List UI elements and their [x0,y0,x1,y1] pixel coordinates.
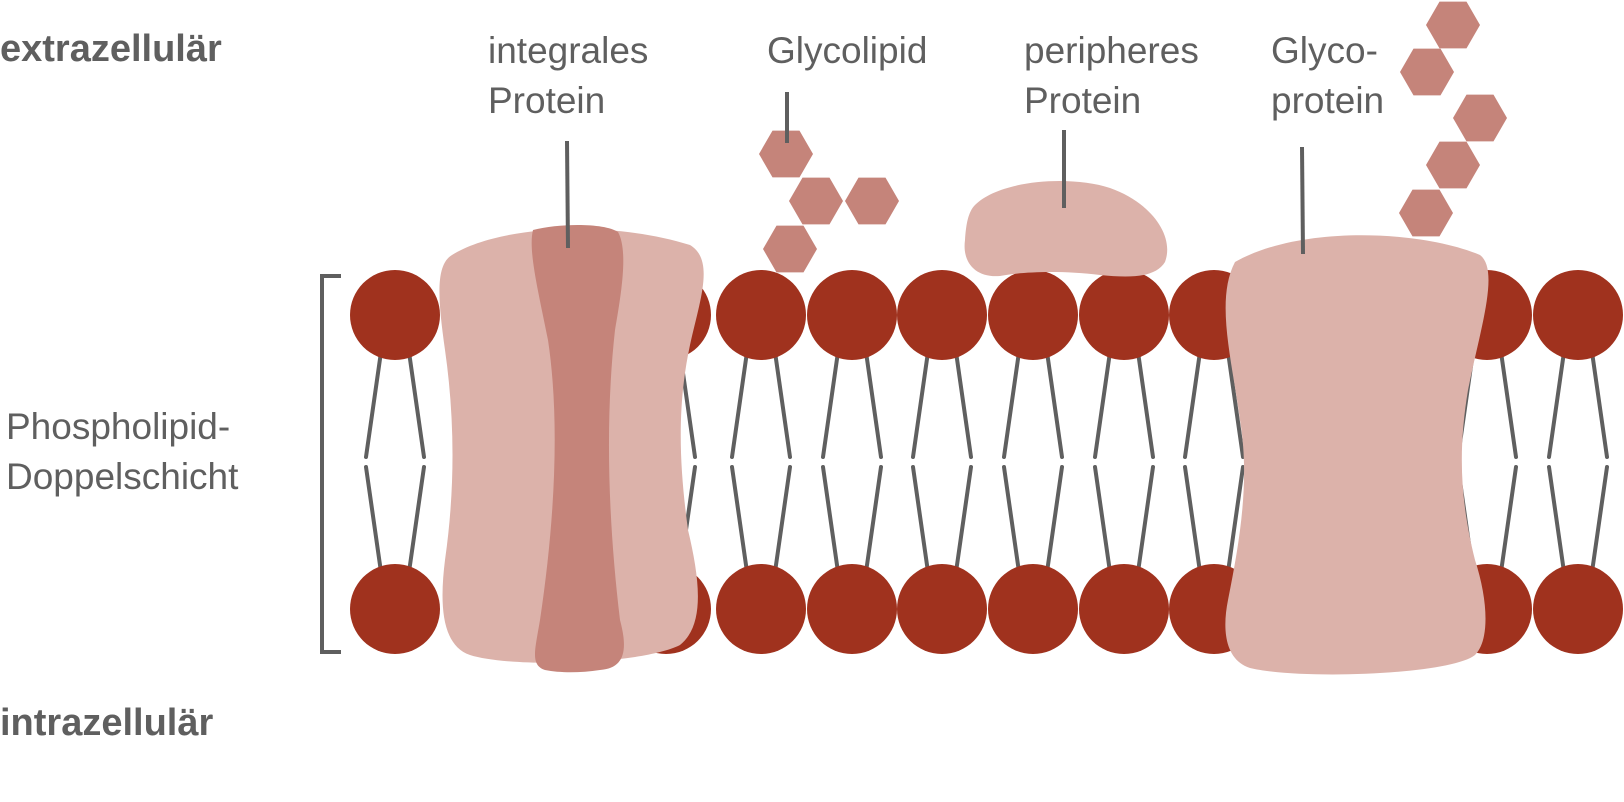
peripheral-protein [964,181,1168,277]
glycolipid-sugar-hexagon [845,177,899,225]
glycoprotein-body [1225,235,1489,675]
lipid-head-inner [1079,564,1169,654]
glycolipid-sugar-hexagon [759,130,813,178]
glycoprotein-leader-line [1300,146,1305,255]
glycolipid-sugar-hexagon [763,225,817,273]
bilayer-label: Phospholipid- Doppelschicht [6,402,238,502]
glycolipid-label-line1: Glycolipid [767,30,928,71]
glycoprotein-sugar-hexagon [1400,48,1454,96]
glycoprotein-sugar-hexagon [1426,1,1480,49]
bilayer-label-line1: Phospholipid- [6,406,231,447]
glycoprotein-label-line2: protein [1271,80,1385,121]
glycoprotein-sugar-hexagon [1426,141,1480,189]
lipid-head-inner [350,564,440,654]
lipid-head-outer [716,270,806,360]
intracellular-label: intrazellulär [0,702,214,744]
glycoprotein-sugar-hexagon [1399,189,1453,237]
lipid-head-outer [350,270,440,360]
lipid-head-outer [807,270,897,360]
peripheral-protein-label-line1: peripheres [1024,30,1199,71]
integral-protein-channel [531,224,624,673]
lipid-head-outer [988,270,1078,360]
integral-protein-leader-line [565,140,570,249]
glycoprotein-label: Glyco- protein [1271,26,1384,126]
lipid-head-outer [1533,270,1623,360]
lipid-head-outer [897,270,987,360]
glycolipid-sugar-hexagon [789,177,843,225]
lipid-head-inner [807,564,897,654]
bilayer-label-line2: Doppelschicht [6,456,239,497]
extracellular-label: extrazellulär [0,28,222,70]
bilayer-bracket [320,274,341,654]
glycoprotein-label-line1: Glyco- [1271,30,1378,71]
peripheral-protein-label: peripheres Protein [1024,26,1199,126]
glycoprotein-sugar-hexagon [1453,94,1507,142]
integral-protein-label-line2: Protein [488,80,606,121]
integral-protein-label: integrales Protein [488,26,648,126]
lipid-head-inner [897,564,987,654]
peripheral-protein-label-line2: Protein [1024,80,1142,121]
lipid-head-inner [988,564,1078,654]
glycolipid-label: Glycolipid [767,26,927,76]
lipid-head-inner [1533,564,1623,654]
lipid-head-outer [1079,270,1169,360]
lipid-head-inner [716,564,806,654]
integral-protein-label-line1: integrales [488,30,649,71]
